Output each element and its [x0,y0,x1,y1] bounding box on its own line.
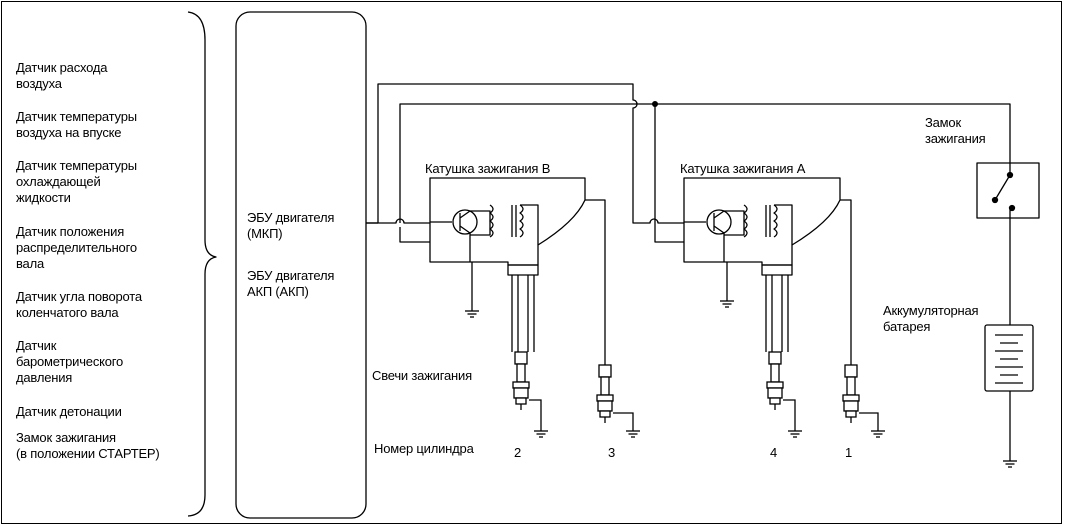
spark-plug-cyl-2 [512,351,530,411]
ecu-block [235,11,367,519]
sensor-label-intake-temp: Датчик температуры воздуха на впуске [16,109,137,140]
coil-b-label: Катушка зажигания В [425,161,551,176]
sensor-bracket [187,11,217,517]
sensor-label-ignition-start: Замок зажигания (в положении СТАРТЕР) [16,430,160,461]
sensor-label-crankshaft: Датчик угла поворота коленчатого вала [16,289,142,320]
ignition-switch-box [976,162,1040,219]
cylinder-number-3: 3 [608,445,616,460]
ecu-label-mt: ЭБУ двигателя (МКП) [247,210,335,241]
sensor-label-knock: Датчик детонации [16,404,122,419]
spark-plug-cyl-3 [596,364,614,424]
ignition-switch-label: Замок зажигания [925,115,986,146]
cylinder-number-1: 1 [845,445,853,460]
sensor-label-camshaft: Датчик положения распределительного вала [16,224,137,271]
battery-label: Аккумуляторная батарея [883,303,979,334]
cylinder-number-2: 2 [514,445,522,460]
spark-plug-cyl-1 [842,364,860,424]
coil-a-label: Катушка зажигания А [680,161,806,176]
sensor-label-air-flow: Датчик расхода воздуха [16,60,108,91]
spark-plug-cyl-4 [766,351,784,411]
cylinder-number-4: 4 [770,445,778,460]
sensor-label-coolant-temp: Датчик температуры охлаждающей жидкости [16,158,137,205]
cylinder-number-label: Номер цилиндра [374,441,474,456]
spark-plugs-label: Свечи зажигания [372,368,472,383]
battery-box [984,324,1034,392]
sensor-label-barometric: Датчик барометрического давления [16,338,124,385]
ecu-label-at: ЭБУ двигателя АКП (АКП) [247,268,335,299]
